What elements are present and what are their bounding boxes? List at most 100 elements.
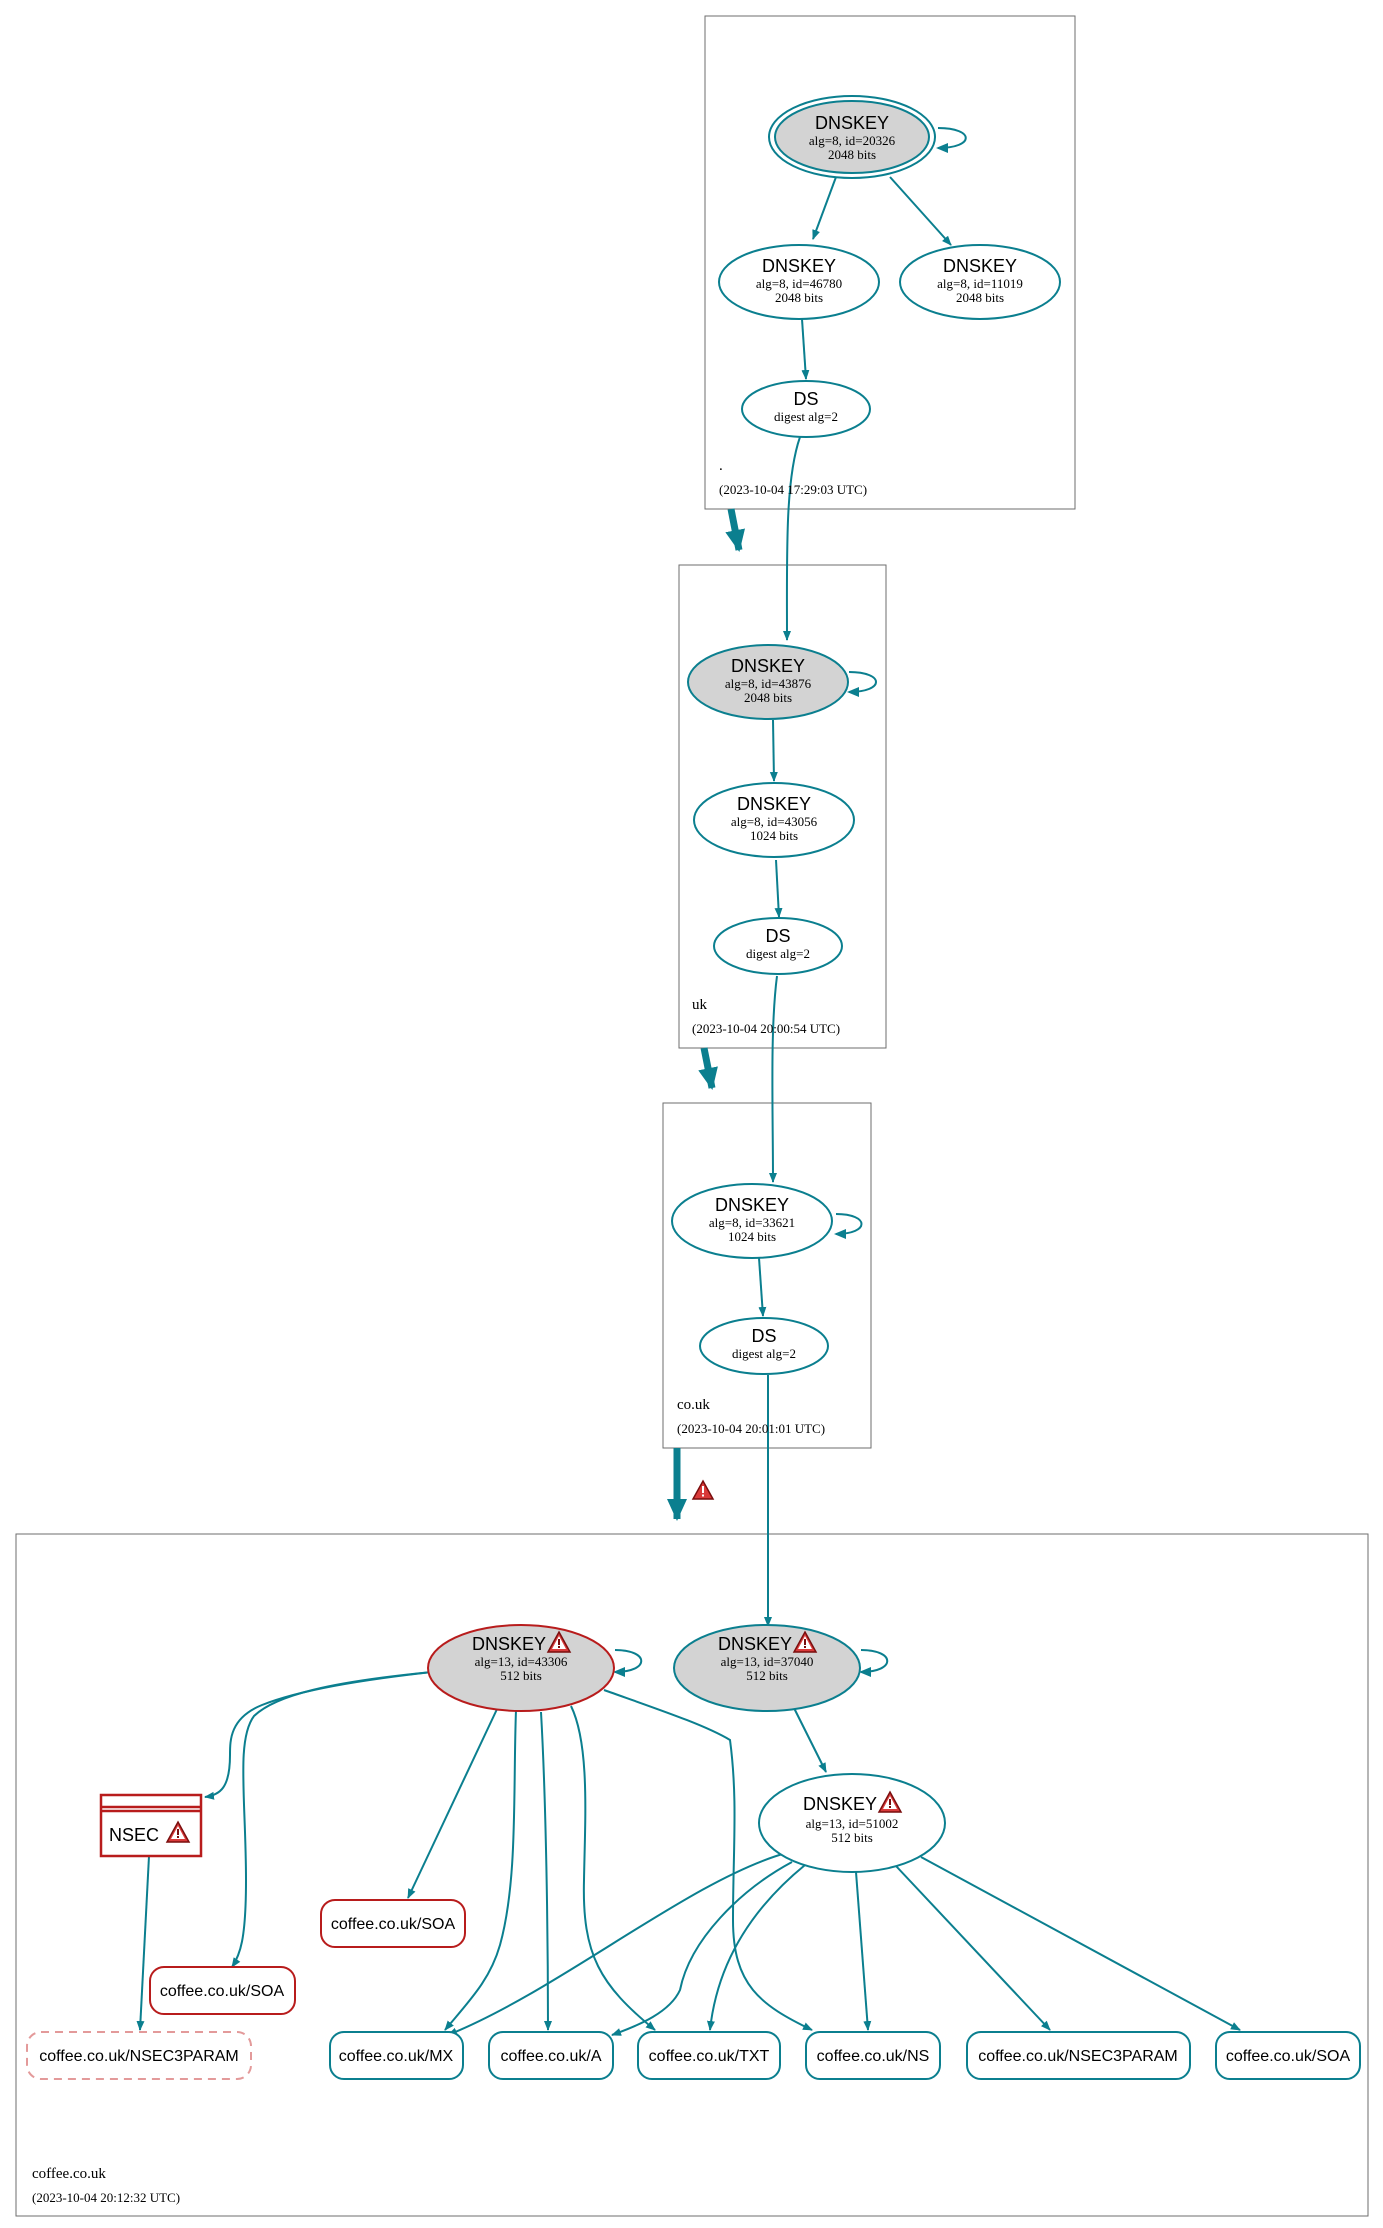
rrset-ns[interactable]: coffee.co.uk/NS [805,2031,941,2080]
node-detail: alg=13, id=37040 [721,1654,814,1669]
node-detail: digest alg=2 [746,946,810,961]
edge-root-ksk-zsk1 [812,176,837,240]
edge-cf-zsk-nsec3param [895,1865,1051,2031]
edge-nsec-nsec3param [136,1855,150,2031]
node-detail: 512 bits [831,1830,873,1845]
rrset-label: coffee.co.uk/SOA [160,1983,285,2000]
node-couk-ds[interactable]: DS digest alg=2 [699,1317,829,1375]
warning-icon [792,1630,818,1653]
edge-cf-zsk-ns [855,1871,872,2031]
node-coffee-zsk[interactable]: DNSKEY alg=13, id=51002 512 bits [758,1773,946,1873]
zone-uk-name: uk [692,997,708,1013]
rrset-label: coffee.co.uk/SOA [1226,2048,1351,2065]
node-root-ds[interactable]: DS digest alg=2 [741,380,871,438]
edge-couk-ksk-ds [758,1257,767,1317]
node-root-zsk-46780[interactable]: DNSKEY alg=8, id=46780 2048 bits [718,244,880,320]
node-uk-ds[interactable]: DS digest alg=2 [713,917,843,975]
edge-uk-ksk-zsk [769,719,778,782]
delegation-warning-icon [691,1479,715,1500]
warning-icon [546,1630,572,1653]
node-detail: alg=13, id=51002 [806,1816,899,1831]
node-coffee-bogus-dnskey[interactable]: DNSKEY alg=13, id=43306 512 bits [427,1624,615,1712]
node-title: NSEC [109,1825,159,1845]
node-coffee-ksk[interactable]: DNSKEY alg=13, id=37040 512 bits [673,1624,861,1712]
zone-root-box [704,15,1076,510]
edge-cf-bogus-soa1 [231,1671,433,1968]
node-detail: digest alg=2 [774,409,838,424]
self-loop-root-ksk [936,127,967,153]
edge-cf-bogus-soa2 [407,1706,499,1899]
node-nsec[interactable]: NSEC [99,1793,203,1858]
zone-uk-time: (2023-10-04 20:00:54 UTC) [692,1021,840,1036]
edge-cf-bogus-ns [603,1689,813,2031]
node-detail: alg=8, id=11019 [937,276,1023,291]
node-detail: 2048 bits [828,147,876,162]
node-title: DNSKEY [943,256,1017,276]
rrset-label: coffee.co.uk/A [500,2048,601,2065]
rrset-soa-bogus-1[interactable]: coffee.co.uk/SOA [149,1966,296,2015]
node-detail: alg=8, id=43876 [725,676,812,691]
delegation-arrow-uk-couk [698,1047,718,1090]
zone-root-time: (2023-10-04 17:29:03 UTC) [719,482,867,497]
rrset-soa[interactable]: coffee.co.uk/SOA [1215,2031,1361,2080]
node-detail: 512 bits [500,1668,542,1683]
rrset-label: coffee.co.uk/SOA [331,1916,456,1933]
node-detail: alg=8, id=20326 [809,133,896,148]
node-title: DNSKEY [737,794,811,814]
rrset-label: coffee.co.uk/MX [339,2048,454,2065]
node-title: DS [765,926,790,946]
node-detail: alg=13, id=43306 [475,1654,568,1669]
edge-cf-zsk-txt [706,1864,806,2031]
node-detail: 512 bits [746,1668,788,1683]
edge-cf-bogus-txt [570,1705,656,2031]
rrset-soa-bogus-2[interactable]: coffee.co.uk/SOA [320,1899,466,1948]
node-title: DS [793,389,818,409]
rrset-nsec3param-unvalidated[interactable]: coffee.co.uk/NSEC3PARAM [26,2031,252,2080]
rrset-a[interactable]: coffee.co.uk/A [488,2031,614,2080]
node-title: DNSKEY [718,1634,792,1654]
rrset-txt[interactable]: coffee.co.uk/TXT [637,2031,781,2080]
node-detail: 2048 bits [956,290,1004,305]
zone-coffee-box [15,1533,1369,2217]
rrset-label: coffee.co.uk/NSEC3PARAM [39,2048,239,2065]
node-detail: alg=8, id=43056 [731,814,818,829]
warning-icon [877,1790,903,1813]
node-detail: 2048 bits [744,690,792,705]
node-detail: alg=8, id=33621 [709,1215,795,1230]
edge-root-ksk-zsk2 [889,176,952,246]
warning-icon [165,1820,191,1843]
zone-root-name: . [719,458,723,474]
edge-cf-zsk-a [611,1861,793,2036]
node-uk-ksk[interactable]: DNSKEY alg=8, id=43876 2048 bits [687,644,849,720]
rrset-nsec3param[interactable]: coffee.co.uk/NSEC3PARAM [966,2031,1191,2080]
edge-cf-ksk-zsk [793,1707,827,1773]
edge-cf-bogus-mx [444,1709,517,2031]
node-uk-zsk[interactable]: DNSKEY alg=8, id=43056 1024 bits [693,782,855,858]
rrset-label: coffee.co.uk/NSEC3PARAM [978,2048,1178,2065]
node-title: DNSKEY [815,113,889,133]
delegation-arrow-root-uk [725,508,745,552]
rrset-label: coffee.co.uk/TXT [649,2048,770,2065]
self-loop-uk-ksk [847,671,877,697]
zone-uk-box [678,564,887,1049]
edge-cf-zsk-mx [447,1852,787,2036]
node-title: DNSKEY [803,1794,877,1814]
node-detail: 2048 bits [775,290,823,305]
self-loop-cf-bogus [613,1649,643,1677]
edge-uk-ds-couk-ksk [768,975,778,1183]
rrset-mx[interactable]: coffee.co.uk/MX [329,2031,464,2080]
edge-cf-zsk-soa [920,1856,1241,2031]
node-root-ksk[interactable]: DNSKEY alg=8, id=20326 2048 bits [768,95,936,179]
node-root-zsk-11019[interactable]: DNSKEY alg=8, id=11019 2048 bits [899,244,1061,320]
self-loop-cf-ksk [859,1649,889,1677]
node-title: DNSKEY [715,1195,789,1215]
edge-cf-bogus-a [540,1711,552,2031]
node-title: DS [751,1326,776,1346]
node-couk-ksk[interactable]: DNSKEY alg=8, id=33621 1024 bits [671,1183,833,1259]
edge-uk-zsk-ds [774,859,783,918]
self-loop-couk-ksk [834,1213,863,1239]
node-detail: 1024 bits [750,828,798,843]
node-title: DNSKEY [762,256,836,276]
rrset-label: coffee.co.uk/NS [817,2048,930,2065]
